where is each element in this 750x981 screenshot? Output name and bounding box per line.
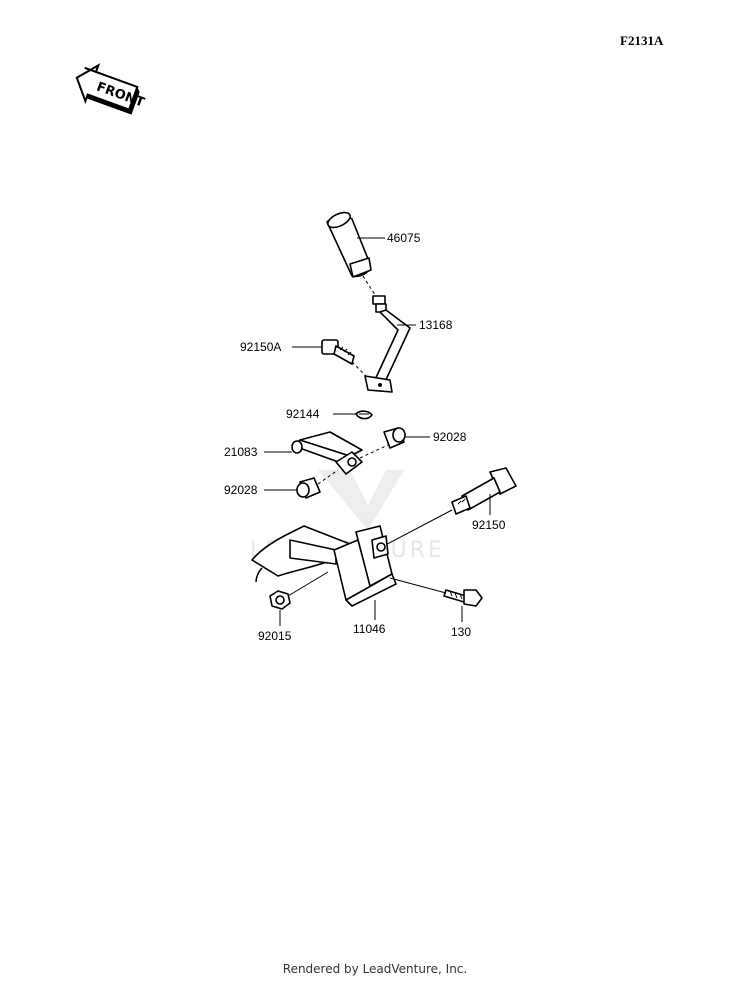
label-11046[interactable]: 11046: [353, 622, 386, 636]
label-92028-right[interactable]: 92028: [433, 430, 467, 444]
collar-left-92028[interactable]: [296, 477, 321, 499]
pivot-bolt-92150[interactable]: [451, 467, 517, 515]
bracket-11046[interactable]: [251, 525, 397, 607]
label-92150a[interactable]: 92150A: [240, 340, 281, 354]
lever-bolt-92150a[interactable]: [321, 339, 355, 365]
label-21083[interactable]: 21083: [224, 445, 258, 459]
label-46075[interactable]: 46075: [387, 231, 421, 245]
label-92150[interactable]: 92150: [472, 518, 506, 532]
front-arrow-icon: FRONT: [75, 63, 146, 115]
pivot-connector: [375, 509, 453, 551]
spring-pin-92144[interactable]: [355, 410, 373, 420]
collar-connector: [317, 469, 339, 485]
label-92144[interactable]: 92144: [286, 407, 320, 421]
bolt-130[interactable]: [443, 589, 483, 607]
knob-connector: [362, 275, 378, 299]
nut-connector: [287, 571, 329, 597]
shaft-connector: [359, 444, 389, 459]
label-92028-left[interactable]: 92028: [224, 483, 258, 497]
diagram-code: F2131A: [620, 33, 664, 48]
shaft-21083[interactable]: [291, 431, 363, 475]
nut-92015[interactable]: [269, 590, 291, 610]
lever-13168[interactable]: [364, 295, 411, 393]
knob-46075[interactable]: [326, 209, 372, 278]
bolt130-connector: [389, 577, 447, 594]
label-13168[interactable]: 13168: [419, 318, 453, 332]
bolt-connector: [351, 361, 369, 379]
collar-right-92028[interactable]: [383, 427, 406, 449]
label-130[interactable]: 130: [451, 625, 471, 639]
label-92015[interactable]: 92015: [258, 629, 292, 643]
footer-credit: Rendered by LeadVenture, Inc.: [282, 962, 468, 976]
